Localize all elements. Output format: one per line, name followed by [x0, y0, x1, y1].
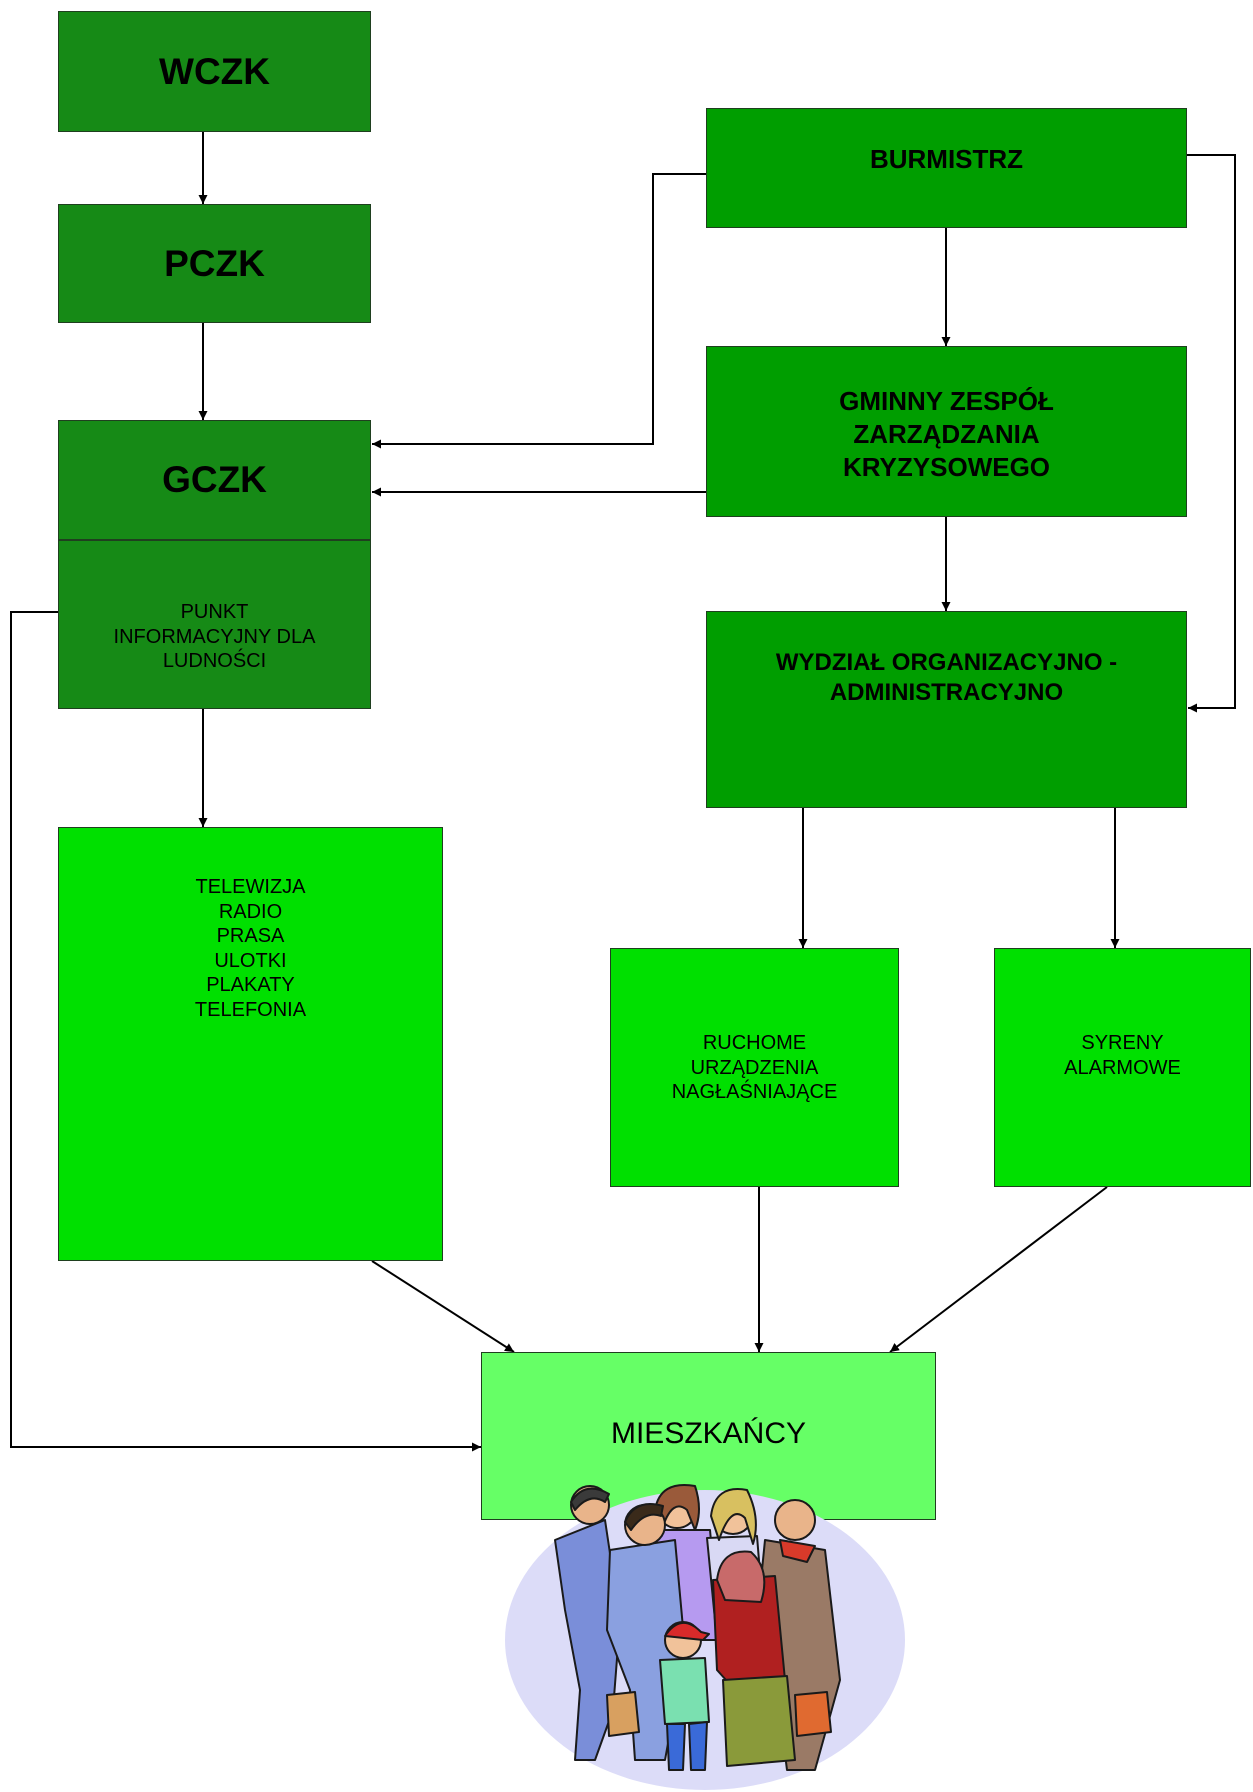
- shopping-bag-left: [606, 1691, 640, 1737]
- node-gminny-zespol: GMINNY ZESPÓŁ ZARZĄDZANIA KRYZYSOWEGO: [706, 346, 1187, 517]
- person-red-jacket-skirt: [722, 1675, 796, 1767]
- node-ruchome-urzadzenia-label: RUCHOME URZĄDZENIA NAGŁAŚNIAJĄCE: [671, 1032, 838, 1103]
- person-old-man-head: [774, 1499, 816, 1541]
- node-syreny: SYRENY ALARMOWE: [994, 948, 1251, 1187]
- node-media-label: TELEWIZJA RADIO PRASA ULOTKI PLAKATY TEL…: [194, 876, 307, 1021]
- person-child-body: [659, 1657, 710, 1725]
- arrow-burmistrz-to-gczk: [372, 173, 706, 449]
- node-wydzial-label: WYDZIAŁ ORGANIZACYJNO - ADMINISTRACYJNO: [775, 649, 1118, 706]
- node-punkt-informacyjny-label: PUNKT INFORMACYJNY DLA LUDNOŚCI: [113, 601, 316, 672]
- person-woman-purple-hair: [654, 1484, 700, 1531]
- node-ruchome-urzadzenia: RUCHOME URZĄDZENIA NAGŁAŚNIAJĄCE: [610, 948, 899, 1187]
- node-syreny-label: SYRENY ALARMOWE: [1064, 1032, 1181, 1079]
- arrow-burmistrz-to-wydzial: [1187, 154, 1236, 713]
- arrow-media-to-mieszkancy: [371, 1260, 515, 1353]
- people-crowd-illustration: [505, 1484, 905, 1790]
- person-blonde-hair: [710, 1488, 757, 1545]
- node-wczk-label: WCZK: [159, 50, 270, 92]
- node-wydzial: WYDZIAŁ ORGANIZACYJNO - ADMINISTRACYJNO: [706, 611, 1187, 808]
- node-gminny-zespol-label: GMINNY ZESPÓŁ ZARZĄDZANIA KRYZYSOWEGO: [839, 386, 1054, 482]
- shopping-bag-right: [794, 1691, 832, 1737]
- person-old-man-scarf: [779, 1539, 816, 1563]
- person-child-legs: [666, 1721, 708, 1771]
- arrow-syreny-to-mieszkancy: [889, 1186, 1108, 1353]
- arrow-punkt-to-mieszkancy: [10, 611, 481, 1452]
- person-child-cap: [664, 1622, 710, 1641]
- node-mieszkancy-label: MIESZKAŃCY: [610, 1417, 807, 1450]
- node-punkt-informacyjny: PUNKT INFORMACYJNY DLA LUDNOŚCI: [58, 540, 371, 709]
- node-gczk-label: GCZK: [162, 459, 267, 500]
- person-red-jacket-hair: [716, 1550, 766, 1603]
- node-pczk-label: PCZK: [164, 242, 265, 284]
- node-pczk: PCZK: [58, 204, 371, 323]
- node-media: TELEWIZJA RADIO PRASA ULOTKI PLAKATY TEL…: [58, 827, 443, 1261]
- node-burmistrz-label: BURMISTRZ: [869, 144, 1024, 174]
- node-wczk: WCZK: [58, 11, 371, 132]
- person-center-man-hair: [624, 1503, 664, 1531]
- person-left-hair: [570, 1487, 610, 1511]
- node-burmistrz: BURMISTRZ: [706, 108, 1187, 228]
- node-gczk: GCZK: [58, 420, 371, 540]
